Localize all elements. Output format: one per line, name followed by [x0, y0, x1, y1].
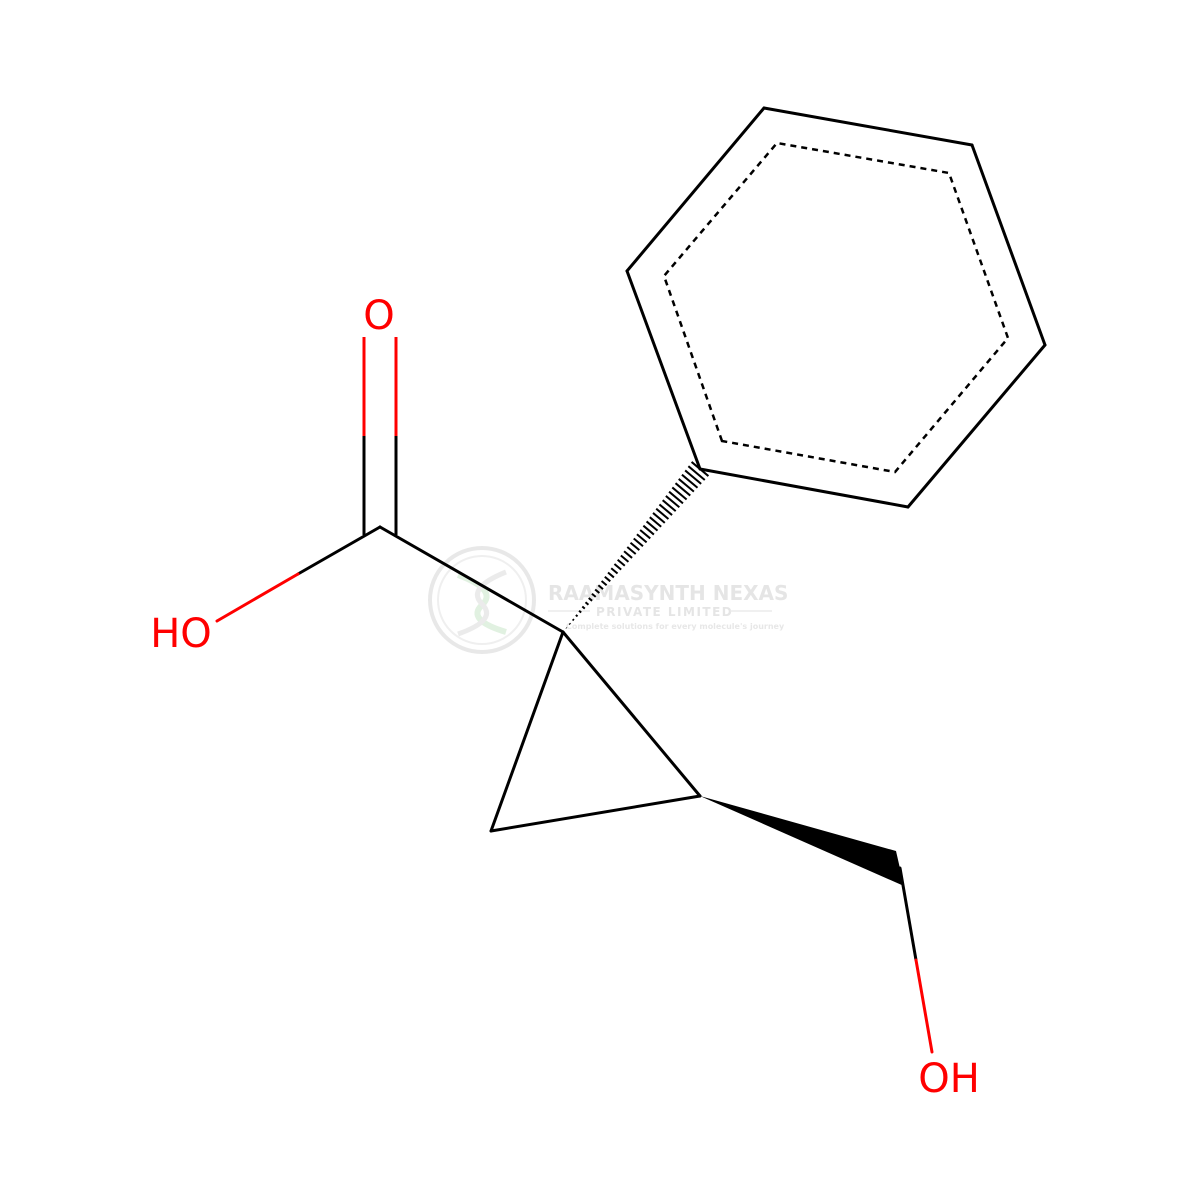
hash-wedge-stroke [597, 584, 604, 590]
hash-wedge-stroke [671, 486, 688, 501]
watermark-company: RAAMASYNTH NEXAS [548, 581, 788, 605]
carbonyl-oxygen-label: O [363, 293, 394, 339]
hash-wedge-stroke [629, 541, 640, 551]
hash-wedge-stroke [613, 563, 622, 571]
watermark-logo-helix-icon-b [457, 569, 507, 637]
hash-wedge-stroke [623, 550, 633, 559]
watermark-logo-ring [428, 546, 536, 654]
hash-wedge-stroke [581, 605, 586, 610]
hash-wedge-stroke [572, 618, 575, 622]
hash-wedge-stroke [662, 499, 677, 512]
carboxyl-c-o-bond-red [215, 572, 300, 623]
hash-wedge-stroke [665, 495, 680, 509]
hash-wedge-stroke [626, 546, 637, 555]
hash-wedge-stroke [681, 473, 699, 489]
hash-wedge-stroke [594, 588, 600, 594]
hash-wedge-stroke [620, 554, 630, 563]
hash-wedge-stroke [588, 597, 593, 602]
hash-wedge-stroke [636, 533, 648, 544]
cyclopropane-bond-1 [489, 630, 565, 833]
benzene-ring [625, 106, 1047, 509]
oh-bond-red [914, 958, 934, 1054]
hash-wedge-stroke [655, 507, 670, 520]
watermark-subtitle: PRIVATE LIMITED [596, 605, 733, 619]
ring-bond-1 [625, 269, 702, 471]
hash-wedge-stroke [684, 469, 702, 485]
hash-wedge-stroke [668, 490, 684, 505]
hash-wedge-stroke [633, 537, 644, 548]
cyclopropane-bond-3 [561, 630, 702, 798]
hash-wedge-stroke [617, 558, 626, 567]
hash-wedge-stroke [578, 609, 582, 614]
hash-wedge-stroke [584, 601, 590, 606]
carboxyl-c-o-bond-black [296, 525, 382, 576]
ch2-bond-black [898, 866, 918, 962]
c-carboxyl-bond [378, 525, 565, 634]
hash-wedge-stroke [575, 614, 579, 618]
ring-bond-3 [762, 106, 974, 147]
hash-wedge-stroke [658, 503, 673, 516]
watermark: RAAMASYNTH NEXAS PRIVATE LIMITED Complet… [428, 546, 788, 654]
alcohol-hydroxyl-label: OH [918, 1056, 980, 1102]
solid-wedge-bond [700, 796, 904, 886]
hash-wedge-stroke [649, 516, 662, 528]
hash-wedge-stroke [674, 482, 691, 497]
hash-wedge-stroke [642, 524, 655, 536]
aromatic-inner-ring [662, 141, 1010, 474]
hash-wedge-stroke [687, 465, 706, 481]
hash-wedge-stroke [678, 478, 695, 493]
hash-wedge-stroke [600, 580, 608, 586]
ring-bond-5 [906, 343, 1047, 509]
ring-bond-2 [625, 106, 766, 273]
ring-bond-4 [970, 143, 1047, 347]
hash-wedge-stroke [610, 567, 619, 575]
hash-wedge-stroke [645, 520, 659, 532]
hash-wedge-stroke [604, 575, 611, 583]
watermark-tagline: Complete solutions for every molecule's … [566, 622, 785, 631]
acid-hydroxyl-label: HO [150, 611, 212, 657]
ring-bond-6 [698, 467, 910, 509]
hashed-wedge-bond [565, 461, 710, 629]
hash-wedge-stroke [607, 571, 615, 579]
cyclopropane-bond-2 [489, 794, 702, 833]
cyclopropane-ring [489, 630, 702, 833]
hash-wedge-stroke [639, 529, 651, 540]
hash-wedge-stroke [568, 622, 571, 625]
watermark-logo-inner [437, 555, 527, 645]
hash-wedge-stroke [652, 512, 666, 524]
hash-wedge-stroke [690, 461, 710, 477]
hash-wedge-stroke [591, 592, 597, 598]
